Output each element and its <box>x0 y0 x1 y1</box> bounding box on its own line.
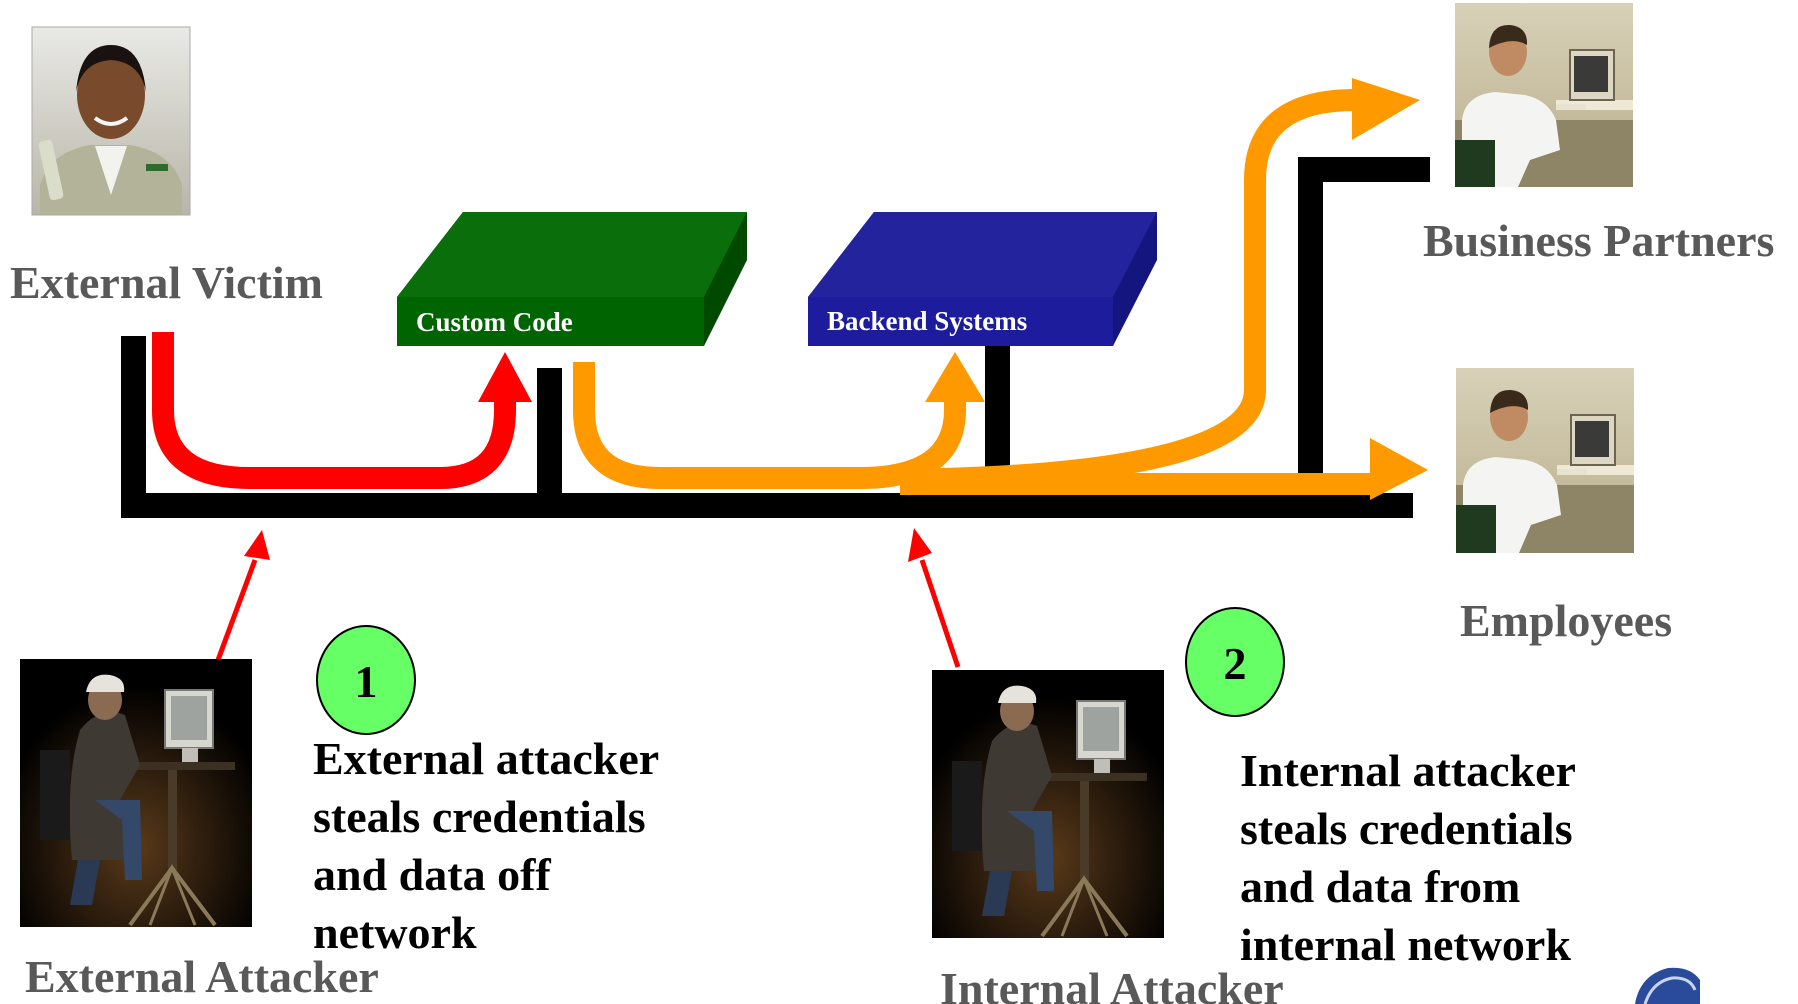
business-partner-photo <box>1455 3 1633 187</box>
external-victim-photo <box>31 26 191 216</box>
step-badge-1: 1 <box>316 625 416 735</box>
external-victim-label: External Victim <box>10 257 323 308</box>
internal-attacker-label: Internal Attacker <box>940 963 1284 1004</box>
custom-code-label: Custom Code <box>416 307 573 337</box>
network-backbone <box>121 157 1430 518</box>
employees-label: Employees <box>1460 595 1673 646</box>
custom-code-box <box>397 212 747 346</box>
business-partners-label: Business Partners <box>1423 215 1775 266</box>
corner-logo <box>1635 967 1700 1004</box>
step-badge-2: 2 <box>1185 607 1285 717</box>
step-2-description: Internal attacker steals credentials and… <box>1240 745 1576 970</box>
external-attacker-label: External Attacker <box>25 951 379 1002</box>
employee-photo <box>1456 368 1634 553</box>
external-attacker-photo <box>20 659 252 927</box>
step-number-1: 1 <box>355 656 378 707</box>
step-number-2: 2 <box>1224 638 1247 689</box>
data-flow-paths <box>573 78 1428 500</box>
internal-attacker-arrow <box>908 528 961 668</box>
external-attacker-arrow <box>215 530 270 661</box>
step-1-description: External attacker steals credentials and… <box>313 733 660 958</box>
backend-systems-box <box>808 212 1157 346</box>
backend-systems-label: Backend Systems <box>827 306 1027 336</box>
victim-to-custom-code-path <box>152 332 532 489</box>
internal-attacker-photo <box>932 670 1164 938</box>
